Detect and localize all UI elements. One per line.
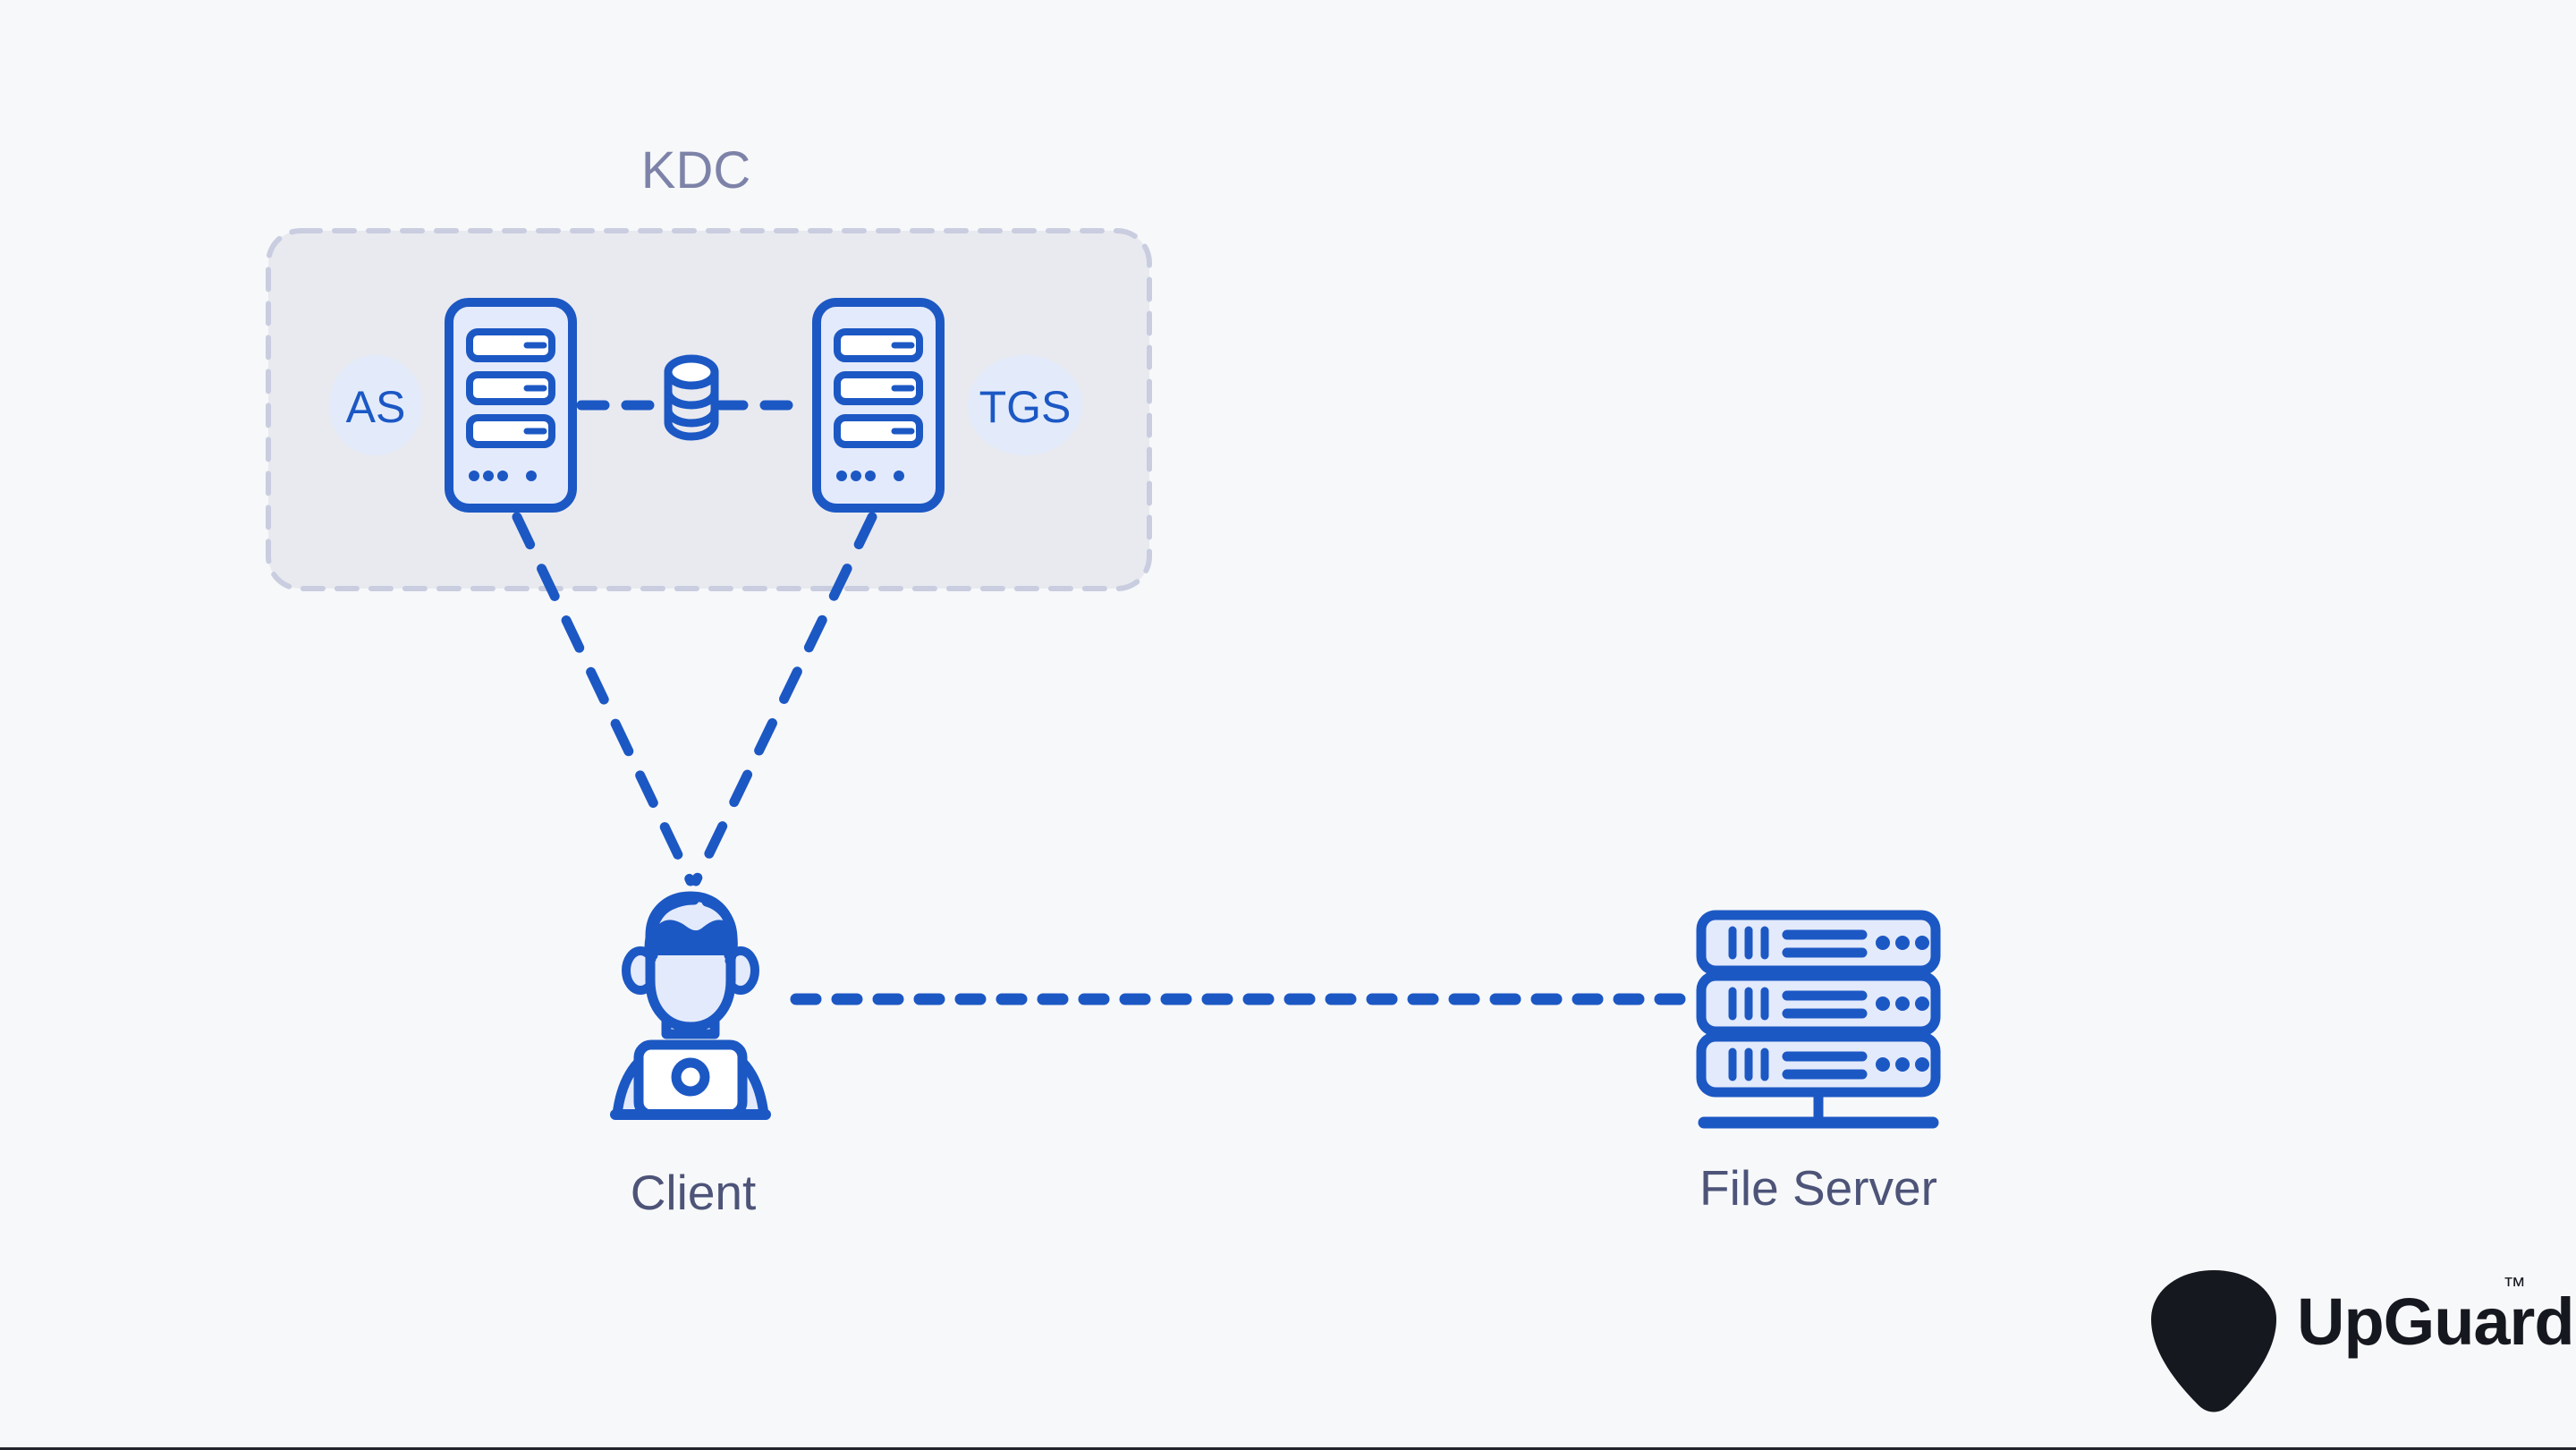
upguard-logo[interactable]: UpGuard ™ (2151, 1270, 2575, 1412)
file-server-icon[interactable] (1701, 915, 1936, 1129)
upguard-trademark-icon: ™ (2503, 1272, 2526, 1299)
rack-unit-2 (1701, 976, 1936, 1031)
upguard-shield-icon (2151, 1270, 2276, 1412)
tgs-badge-background (968, 355, 1082, 455)
kdc-group-label: KDC (641, 141, 750, 199)
kdc-database-icon[interactable] (668, 359, 715, 437)
as-label: AS (346, 382, 406, 432)
client-label: Client (631, 1165, 757, 1220)
connection-tgs-to-client (691, 512, 877, 886)
tgs-label: TGS (979, 382, 1072, 432)
as-server-icon[interactable] (449, 302, 572, 508)
as-badge-background (329, 355, 422, 455)
rack-unit-1 (1701, 915, 1936, 971)
upguard-wordmark: UpGuard (2297, 1285, 2574, 1359)
tgs-label-badge: TGS (968, 355, 1082, 455)
rack-unit-3 (1701, 1037, 1936, 1092)
bottom-edge-rule (0, 1447, 2576, 1450)
file-server-label: File Server (1699, 1160, 1937, 1216)
connection-as-to-client (512, 512, 696, 886)
tgs-server-icon[interactable] (817, 302, 940, 508)
as-label-badge: AS (329, 355, 422, 455)
